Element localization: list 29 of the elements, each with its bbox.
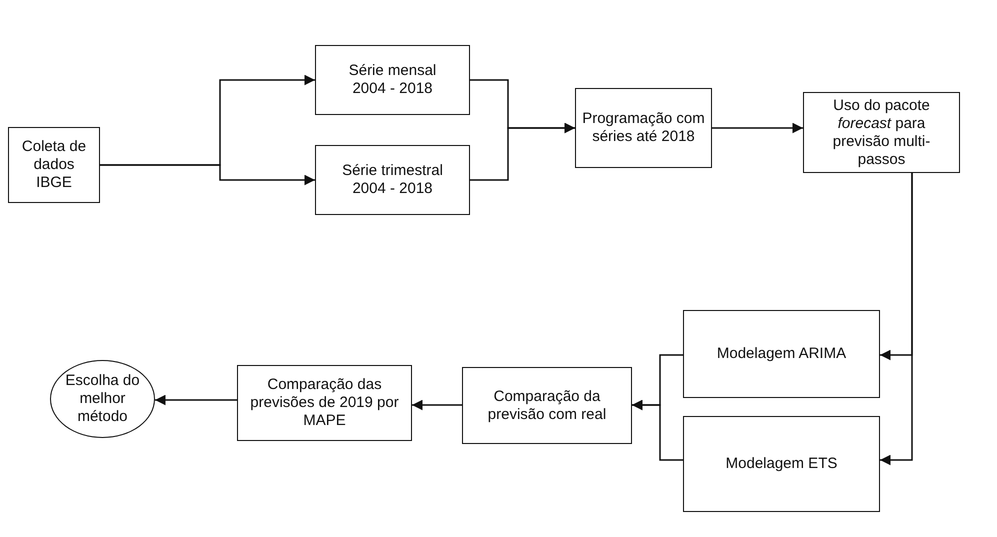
process-box	[462, 367, 632, 444]
process-box	[575, 88, 712, 168]
node-label: Série trimestral	[342, 162, 443, 180]
arrow	[880, 173, 913, 466]
node-label: Uso do pacote forecast para previsão multi-passos	[832, 96, 932, 168]
process-box	[683, 416, 880, 512]
node-label: Modelagem ETS	[726, 455, 838, 473]
process-box	[683, 310, 880, 398]
node-label: Série mensal	[348, 62, 436, 80]
arrow	[412, 400, 462, 410]
node-label: Escolha do melhor método	[64, 372, 141, 426]
node-label: Comparação das previsões de 2019 por MAPE	[249, 376, 400, 430]
node-label: 2004 - 2018	[352, 80, 433, 98]
arrow	[100, 164, 315, 186]
node-label: Programação com séries até 2018	[582, 110, 705, 146]
arrow	[712, 122, 803, 134]
process-box	[315, 145, 470, 215]
process-box	[237, 365, 412, 441]
node-label: Comparação da previsão com real	[486, 388, 608, 424]
node-label: Coleta de dados	[20, 138, 88, 174]
node-label: 2004 - 2018	[352, 180, 433, 198]
arrow	[155, 394, 237, 406]
arrow	[470, 122, 575, 181]
node-label: Modelagem ARIMA	[716, 345, 846, 363]
arrow	[632, 400, 683, 461]
node-label: IBGE	[36, 174, 72, 192]
process-box	[803, 92, 960, 173]
process-box	[315, 45, 470, 115]
process-box	[8, 127, 100, 203]
